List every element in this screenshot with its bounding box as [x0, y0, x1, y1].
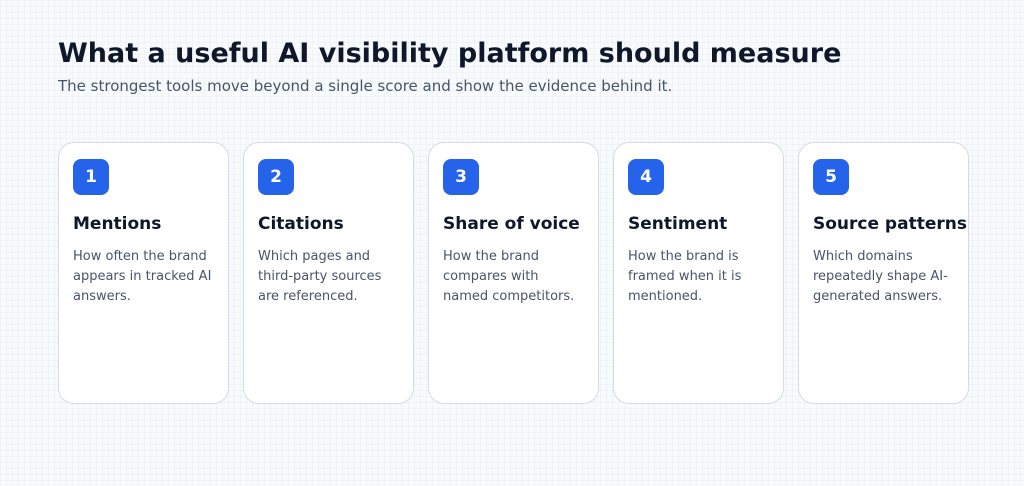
- metric-card-mentions: 1 Mentions How often the brand appears i…: [58, 142, 229, 404]
- header: What a useful AI visibility platform sho…: [58, 36, 978, 96]
- metric-card-source-patterns: 5 Source patterns Which domains repeated…: [798, 142, 969, 404]
- card-description: Which pages and third-party sources are …: [258, 249, 382, 304]
- card-title: Citations: [258, 214, 344, 234]
- card-description: How the brand is framed when it is menti…: [628, 249, 742, 304]
- card-title: Share of voice: [443, 214, 580, 234]
- metric-card-sentiment: 4 Sentiment How the brand is framed when…: [613, 142, 784, 404]
- number-badge: 1: [73, 159, 109, 195]
- card-description: How the brand compares with named compet…: [443, 249, 575, 304]
- page-subtitle: The strongest tools move beyond a single…: [58, 77, 673, 95]
- number-badge: 4: [628, 159, 664, 195]
- card-title: Mentions: [73, 214, 162, 234]
- number-badge: 3: [443, 159, 479, 195]
- number-badge: 2: [258, 159, 294, 195]
- card-title: Source patterns: [813, 214, 967, 234]
- metric-card-citations: 2 Citations Which pages and third-party …: [243, 142, 414, 404]
- card-description: How often the brand appears in tracked A…: [73, 249, 212, 304]
- number-badge: 5: [813, 159, 849, 195]
- card-title: Sentiment: [628, 214, 728, 234]
- metric-cards: 1 Mentions How often the brand appears i…: [58, 142, 969, 404]
- page-title: What a useful AI visibility platform sho…: [58, 38, 842, 69]
- metric-card-share-of-voice: 3 Share of voice How the brand compares …: [428, 142, 599, 404]
- card-description: Which domains repeatedly shape AI-genera…: [813, 249, 948, 304]
